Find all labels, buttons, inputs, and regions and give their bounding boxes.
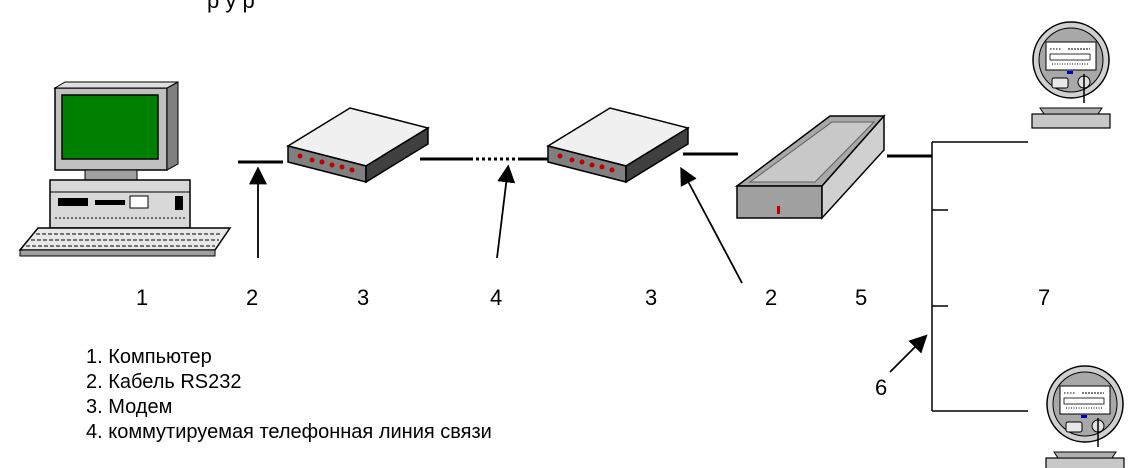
arrow-cable-right (680, 166, 743, 284)
meter-bus (931, 141, 1028, 412)
arrow-bus (889, 334, 928, 373)
label-modem-right-number: 3 (645, 285, 658, 310)
label-meters-number: 7 (1038, 285, 1051, 310)
legend-item: 1. Компьютер (86, 346, 212, 368)
label-cable-left-number: 2 (246, 285, 259, 310)
meter-icon (1031, 21, 1111, 129)
meter-icon (1045, 365, 1125, 468)
legend: 1. Компьютер 2. Кабель RS232 3. Модем 4.… (86, 345, 492, 445)
modem-left-icon (286, 107, 430, 184)
legend-item: 2. Кабель RS232 (86, 371, 242, 393)
label-device-number: 5 (855, 285, 868, 310)
device-icon (734, 114, 886, 220)
label-modem-left-number: 3 (357, 285, 370, 310)
label-phone-line-number: 4 (490, 285, 503, 310)
legend-item: 3. Модем (86, 396, 173, 418)
screen-icon (61, 94, 159, 160)
arrow-phone-line (496, 164, 516, 259)
label-computer-number: 1 (136, 285, 149, 310)
computer-icon (18, 81, 232, 257)
label-cable-right-number: 2 (765, 285, 778, 310)
legend-item: 4. коммутируемая телефонная линия связи (86, 421, 492, 443)
cropped-header-text: р у р (207, 0, 255, 13)
label-bus-number: 6 (875, 375, 888, 400)
modem-right-icon (546, 107, 690, 184)
